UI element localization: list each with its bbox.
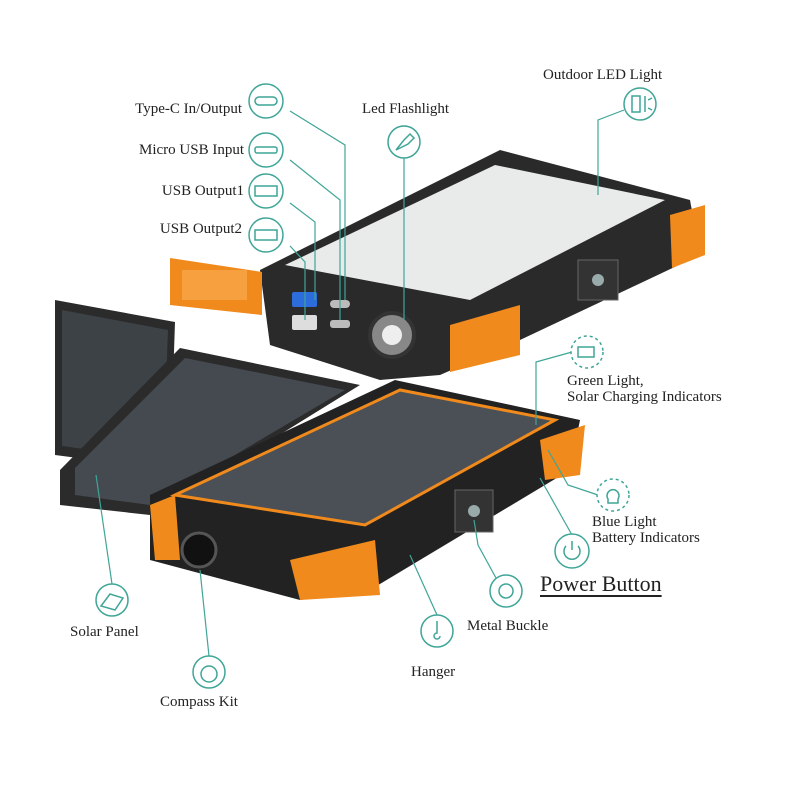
upper-power-bank — [170, 150, 705, 380]
label-solar-charging-indicators: Solar Charging Indicators — [567, 389, 722, 405]
label-outdoor-led: Outdoor LED Light — [543, 67, 663, 83]
usb-a-icon — [248, 173, 284, 209]
leader-lines — [95, 109, 625, 657]
folding-solar-panels — [55, 300, 360, 515]
label-flashlight: Led Flashlight — [362, 101, 450, 117]
solar-panel-icon — [95, 583, 129, 617]
label-usb-output1: USB Output1 — [161, 183, 244, 199]
flashlight-icon — [387, 125, 421, 159]
bulb-icon — [596, 478, 630, 512]
label-solar-panel: Solar Panel — [70, 624, 139, 640]
usb-c-icon — [248, 83, 284, 119]
label-micro-usb: Micro USB Input — [139, 142, 244, 158]
buckle-icon — [489, 574, 523, 608]
label-type-c: Type-C In/Output — [135, 101, 242, 117]
label-compass-kit: Compass Kit — [160, 694, 238, 710]
label-metal-buckle: Metal Buckle — [467, 618, 549, 634]
usb-a-icon — [248, 217, 284, 253]
label-usb-output2: USB Output2 — [159, 221, 242, 237]
label-green-light: Green Light, — [567, 373, 644, 389]
power-icon — [554, 533, 590, 569]
label-blue-light: Blue Light — [592, 514, 657, 530]
battery-icon — [570, 335, 604, 369]
micro-usb-icon — [248, 132, 284, 168]
label-power-button: Power Button — [540, 571, 662, 596]
hanger-icon — [420, 614, 454, 648]
compass-icon — [192, 655, 226, 689]
label-battery-indicators: Battery Indicators — [592, 530, 700, 546]
label-hanger: Hanger — [411, 664, 456, 680]
led-light-icon — [623, 87, 657, 121]
lower-power-bank — [150, 380, 585, 600]
